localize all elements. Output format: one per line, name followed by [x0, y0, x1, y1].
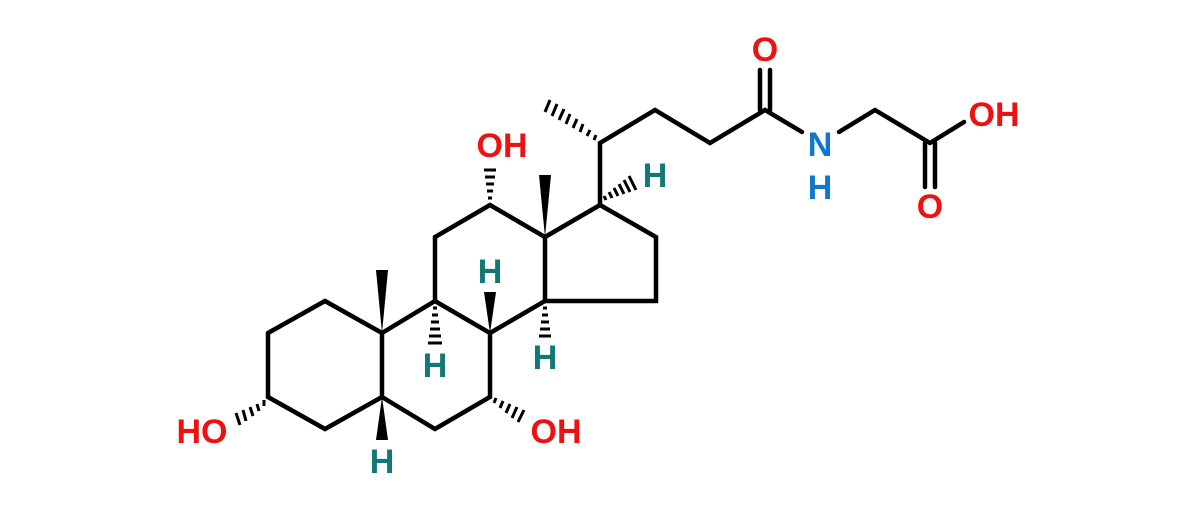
- ring-a: [265, 298, 385, 432]
- n-amide-label: N: [808, 126, 833, 164]
- h-c9-label: H: [423, 347, 448, 385]
- wedge-bonds: [376, 175, 551, 440]
- o-acid-label: O: [917, 188, 943, 226]
- side-chain: [597, 67, 967, 208]
- atom-labels: HO OH OH H H H H H O N H OH O: [177, 31, 1020, 481]
- o-amide-label: O: [752, 31, 778, 69]
- ring-c: [432, 202, 548, 336]
- hashed-bonds: [234, 99, 638, 426]
- ring-b: [379, 298, 493, 432]
- oh-acid-label: OH: [969, 96, 1020, 134]
- oh-c12-label: OH: [477, 127, 528, 165]
- ring-d: [542, 202, 659, 304]
- oh-c7-label: OH: [531, 413, 582, 451]
- h-c17-label: H: [643, 157, 668, 195]
- h-c8-label: H: [478, 253, 503, 291]
- h-amide-label: H: [808, 169, 833, 207]
- h-c5-label: H: [370, 443, 395, 481]
- h-c14-label: H: [533, 339, 558, 377]
- ho-c3-label: HO: [177, 413, 228, 451]
